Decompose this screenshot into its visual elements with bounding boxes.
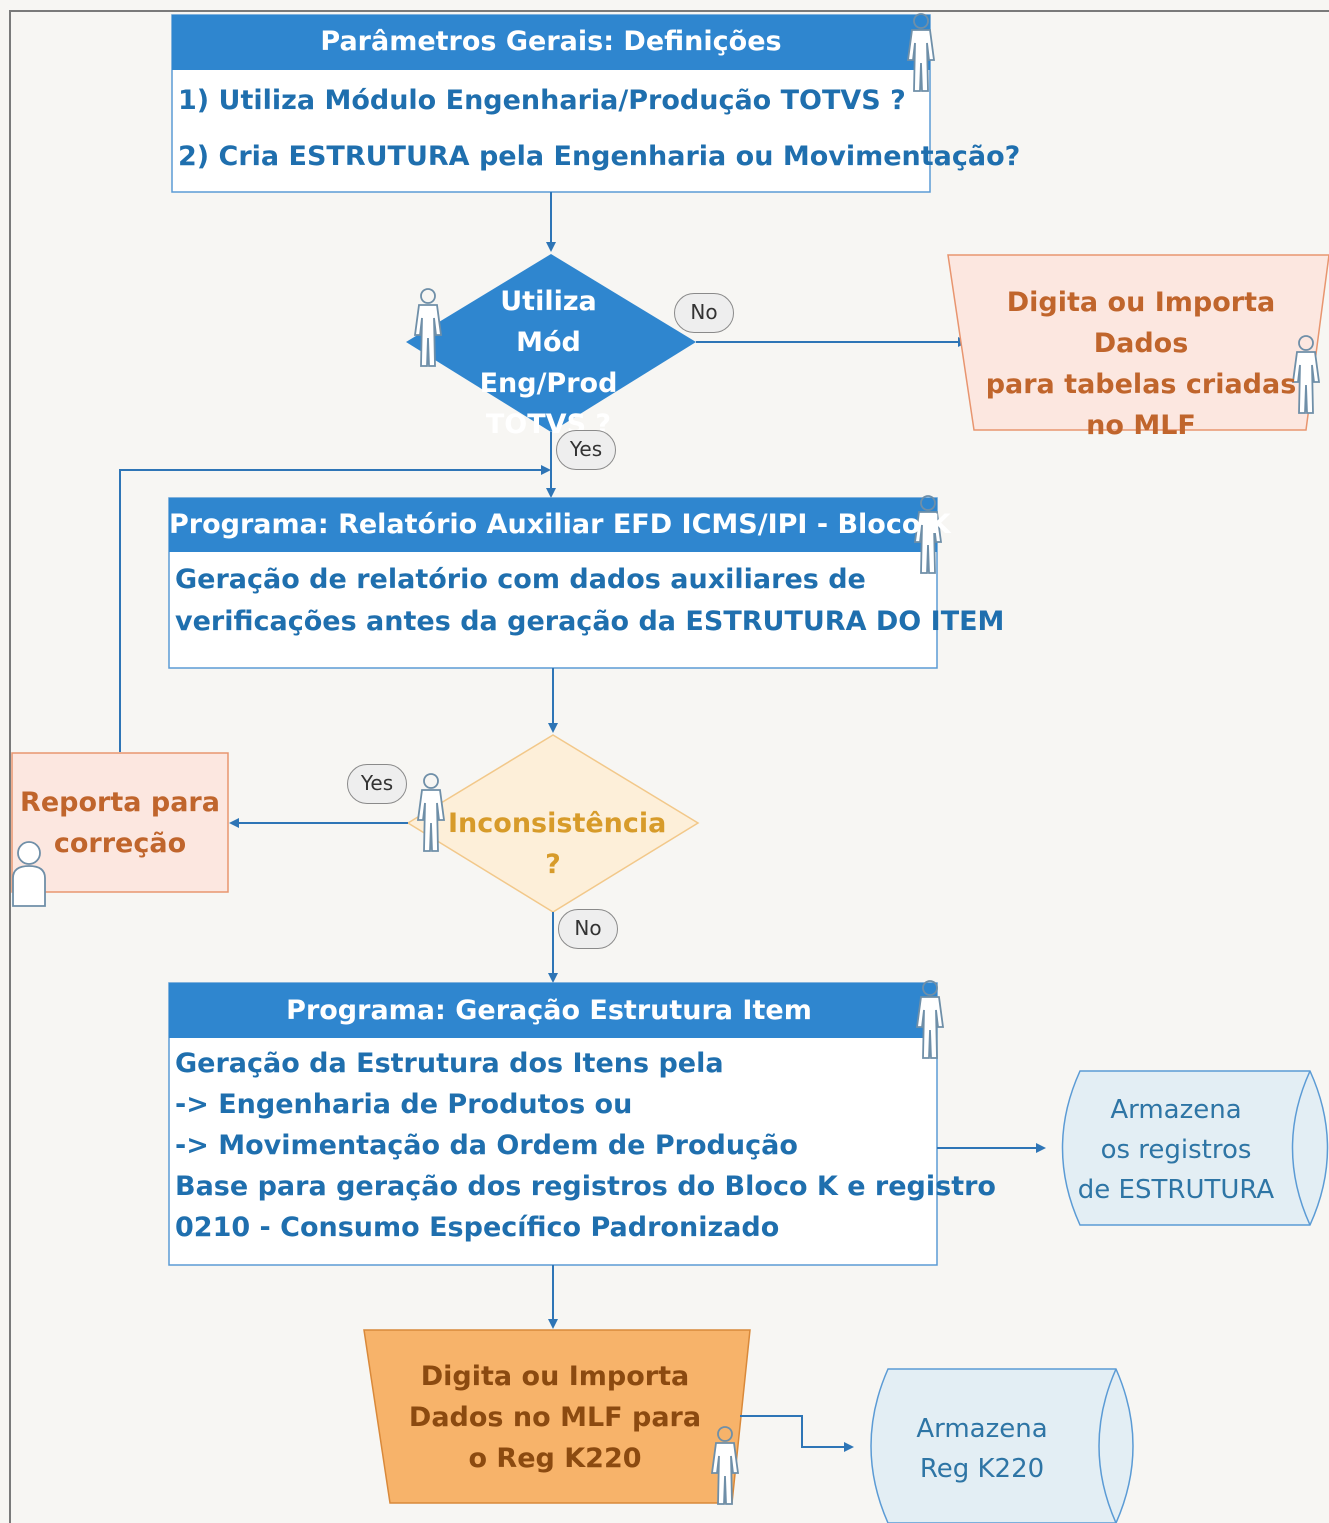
decision-inconsistencia-line: Inconsistência bbox=[448, 808, 667, 839]
manual-mlf-line: Digita ou Importa Dados bbox=[1006, 287, 1276, 359]
decision-totvs-label: Utiliza Mód Eng/Prod TOTVS ? bbox=[446, 281, 651, 445]
decision-totvs-line: Utiliza bbox=[500, 286, 597, 317]
decision-inconsistencia-label: Inconsistência ? bbox=[448, 803, 667, 885]
frame-border-left bbox=[9, 10, 11, 1523]
relatorio-line-1: Geração de relatório com dados auxiliare… bbox=[175, 564, 866, 595]
params-title: Parâmetros Gerais: Definições bbox=[320, 26, 782, 57]
k220-manual-line: Dados no MLF para bbox=[408, 1402, 702, 1433]
armazena-k220-line: Armazena bbox=[916, 1414, 1048, 1444]
relatorio-title: Programa: Relatório Auxiliar EFD ICMS/IP… bbox=[169, 509, 951, 540]
geracao-line-4: Base para geração dos registros do Bloco… bbox=[175, 1171, 996, 1202]
armazena-k220-shape bbox=[870, 1368, 1134, 1523]
params-question-1: 1) Utiliza Módulo Engenharia/Produção TO… bbox=[178, 85, 906, 116]
yes-label-inconsistencia: Yes bbox=[347, 764, 407, 804]
armazena-k220-label: Armazena Reg K220 bbox=[870, 1409, 1094, 1489]
decision-totvs-line: Mód Eng/Prod bbox=[479, 327, 618, 399]
no-label-totvs: No bbox=[674, 293, 734, 333]
relatorio-box bbox=[168, 497, 938, 669]
armazena-k220-line: Reg K220 bbox=[919, 1454, 1045, 1484]
k220-manual-line: Digita ou Importa bbox=[420, 1361, 690, 1392]
user-icon bbox=[12, 841, 46, 907]
reporta-line: correção bbox=[53, 828, 187, 859]
geracao-line-1: Geração da Estrutura dos Itens pela bbox=[175, 1048, 724, 1079]
yes-label-totvs: Yes bbox=[556, 430, 616, 470]
armazena-estrutura-line: os registros bbox=[1100, 1135, 1252, 1165]
reporta-shape bbox=[11, 752, 229, 893]
geracao-line-5: 0210 - Consumo Específico Padronizado bbox=[175, 1212, 780, 1243]
k220-manual-label: Digita ou Importa Dados no MLF para o Re… bbox=[390, 1356, 720, 1479]
geracao-line-3: -> Movimentação da Ordem de Produção bbox=[175, 1130, 798, 1161]
reporta-label: Reporta para correção bbox=[12, 782, 228, 864]
manual-mlf-line: para tabelas criadas bbox=[985, 369, 1297, 400]
decision-inconsistencia-line: ? bbox=[545, 849, 561, 880]
geracao-line-2: -> Engenharia de Produtos ou bbox=[175, 1089, 633, 1120]
reporta-line: Reporta para bbox=[20, 787, 220, 818]
armazena-estrutura-shape bbox=[1061, 1070, 1329, 1226]
decision-totvs-line: TOTVS ? bbox=[485, 409, 612, 440]
no-label-inconsistencia: No bbox=[558, 909, 618, 949]
connector-reporta-loop bbox=[119, 465, 551, 752]
armazena-estrutura-label: Armazena os registros de ESTRUTURA bbox=[1060, 1090, 1292, 1210]
armazena-estrutura-line: Armazena bbox=[1110, 1095, 1242, 1125]
k220-manual-line: o Reg K220 bbox=[468, 1443, 642, 1474]
decision-totvs-shape bbox=[406, 254, 696, 432]
armazena-estrutura-line: de ESTRUTURA bbox=[1077, 1175, 1275, 1205]
manual-mlf-shape bbox=[947, 254, 1329, 431]
geracao-box bbox=[168, 982, 938, 1266]
geracao-title: Programa: Geração Estrutura Item bbox=[286, 995, 812, 1026]
params-question-2: 2) Cria ESTRUTURA pela Engenharia ou Mov… bbox=[178, 141, 1021, 172]
relatorio-line-2: verificações antes da geração da ESTRUTU… bbox=[175, 606, 1005, 637]
frame-border-top bbox=[9, 10, 1329, 12]
params-box bbox=[171, 14, 931, 193]
manual-mlf-line: no MLF bbox=[1086, 410, 1196, 441]
manual-mlf-label: Digita ou Importa Dados para tabelas cri… bbox=[960, 282, 1322, 446]
connector-k220-to-armazena bbox=[740, 1415, 854, 1452]
